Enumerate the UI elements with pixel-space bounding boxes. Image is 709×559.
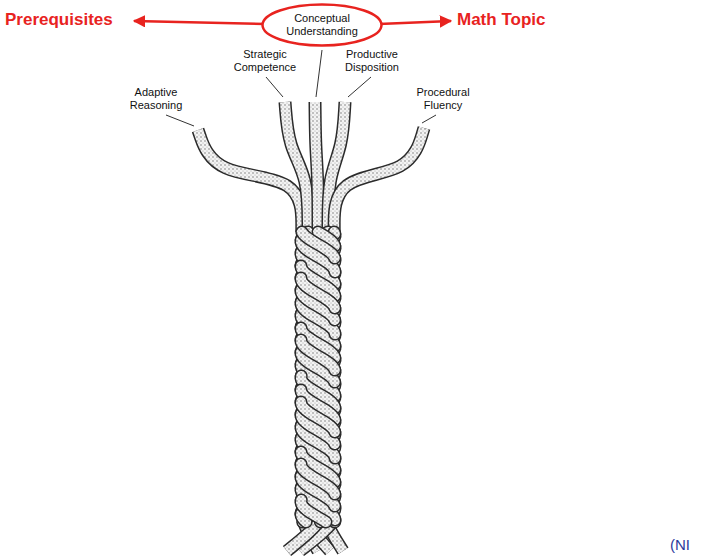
strand-outline (285, 102, 308, 232)
ellipse-shape (263, 5, 382, 46)
strand-fill (301, 340, 335, 370)
citation: (NI (670, 536, 690, 553)
leader-line (316, 50, 322, 97)
strand-label: Strategic Competence (223, 48, 307, 73)
arrow-right (379, 21, 451, 24)
node-label: Conceptual Understanding (282, 12, 362, 38)
leader-line (422, 115, 436, 123)
strand-outline (301, 500, 326, 522)
strand-fill (301, 278, 335, 308)
leader-line (348, 77, 371, 97)
strand-outline (301, 340, 335, 370)
strand-label: Productive Disposition (330, 48, 414, 73)
strand-fill (301, 464, 335, 494)
strand-fill (334, 128, 424, 232)
leader-line (166, 115, 194, 126)
strand-outline (334, 128, 424, 232)
strand-fill (301, 402, 335, 432)
side-heading: Prerequisites (5, 10, 113, 30)
strand-outline (302, 232, 335, 258)
side-heading: Math Topic (457, 10, 545, 30)
topic-ellipse: Conceptual Understanding (261, 3, 383, 47)
strand-outline (315, 102, 318, 232)
strand-outline (301, 464, 335, 494)
strand-fill (301, 500, 326, 522)
arrow-left (134, 21, 265, 24)
strand-outline (301, 278, 335, 308)
strand-fill (302, 232, 335, 258)
strand-label: Procedural Fluency (401, 86, 485, 111)
strand-fill (315, 102, 318, 232)
strand-label: Adaptive Reasoning (114, 86, 198, 111)
leader-line (266, 77, 283, 97)
strand-fill (285, 102, 308, 232)
strand-outline (301, 402, 335, 432)
braided-rope (198, 102, 424, 551)
